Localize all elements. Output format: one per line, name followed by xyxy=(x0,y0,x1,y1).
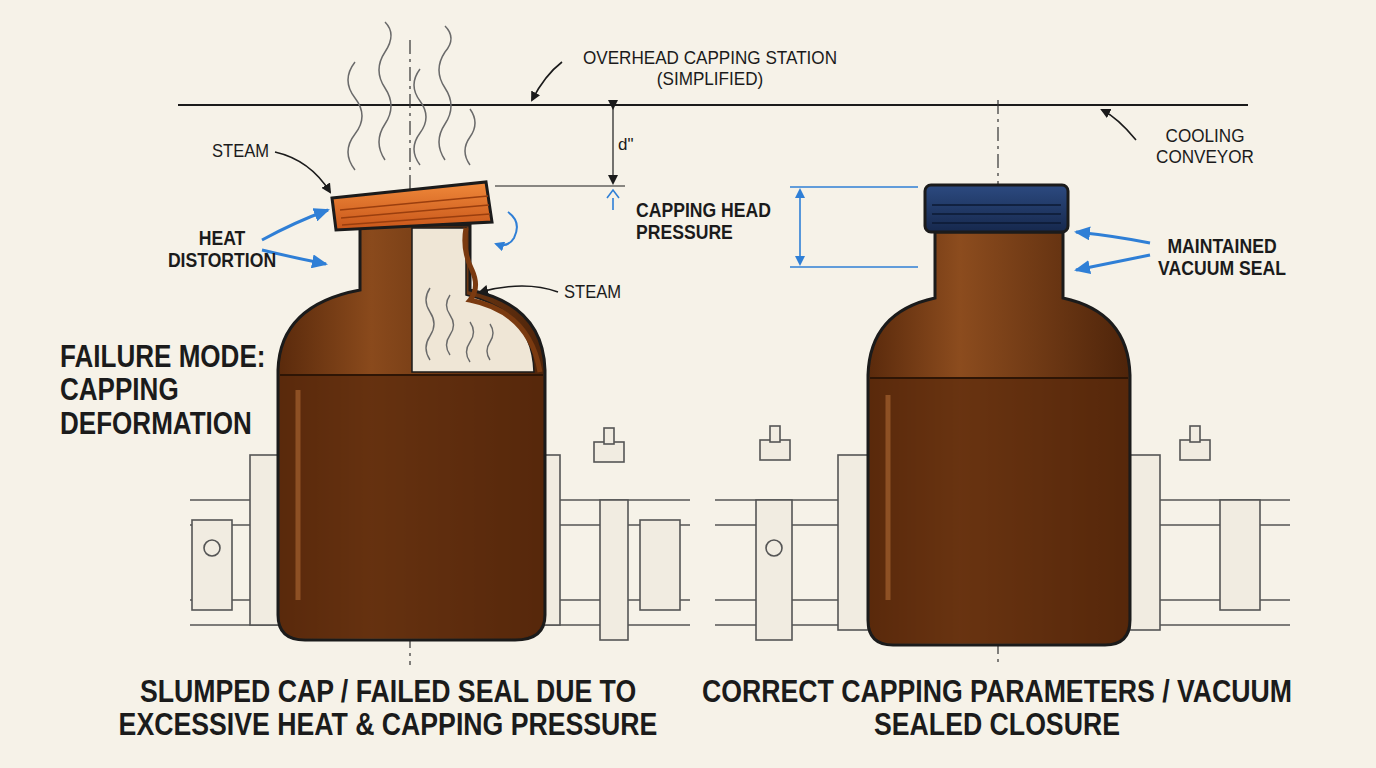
callout-label: HEAT DISTORTION xyxy=(156,228,288,271)
failure-heading: FAILURE MODE: CAPPING DEFORMATION xyxy=(60,340,312,440)
callout-label: CAPPING HEAD PRESSURE xyxy=(636,200,812,243)
station-label: OVERHEAD CAPPING STATION (SIMPLIFIED) xyxy=(575,48,845,89)
steam-label: STEAM xyxy=(564,283,647,302)
caption-text: CORRECT CAPPING PARAMETERS / VACUUM SEAL… xyxy=(687,675,1306,742)
dimension-label: d" xyxy=(618,136,658,154)
steam-label: STEAM xyxy=(212,142,295,161)
caption-text: SLUMPED CAP / FAILED SEAL DUE TO EXCESSI… xyxy=(78,675,697,742)
callout-label: MAINTAINED VACUUM SEAL xyxy=(1143,236,1301,279)
conveyor-label: COOLING CONVEYOR xyxy=(1147,126,1264,167)
